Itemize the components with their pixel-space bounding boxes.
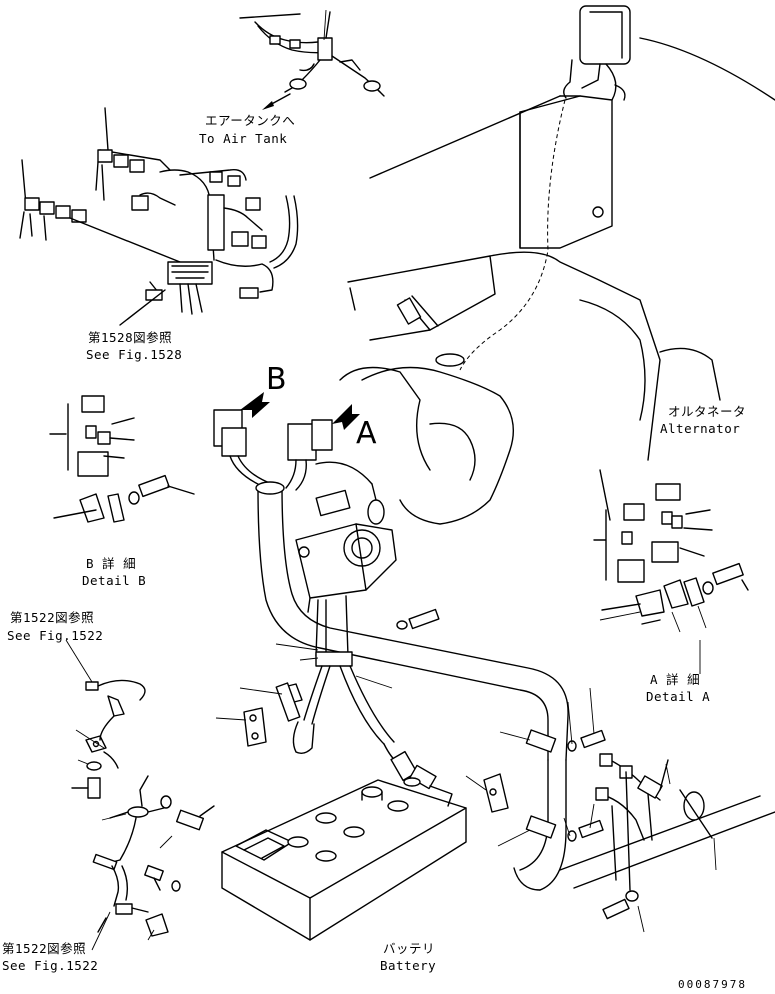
fig1522-top-label-en: See Fig.1522 xyxy=(7,628,104,643)
fig1522-bottom-label-jp: 第1522図参照 xyxy=(2,941,87,956)
detail-b-label-jp: B 詳 細 xyxy=(86,556,137,571)
engine-block xyxy=(339,5,775,525)
detail-a-label-jp: A 詳 細 xyxy=(650,672,701,687)
leader-lines xyxy=(65,9,717,951)
drawing-number: 00087978 xyxy=(678,978,747,991)
sensor-parts xyxy=(71,679,215,937)
alternator-label-jp: オルタネータ xyxy=(668,404,747,419)
fig1528-label-en: See Fig.1528 xyxy=(86,347,183,362)
cab-harness-bundle xyxy=(19,107,299,326)
detail-a-parts xyxy=(593,483,749,625)
battery-label-jp: バッテリ xyxy=(383,941,436,956)
view-b-letter: B xyxy=(266,362,287,397)
view-a-letter: A xyxy=(356,416,377,451)
view-b-arrow xyxy=(240,392,270,418)
detail-b-parts xyxy=(49,395,195,523)
view-a-arrow xyxy=(332,404,360,430)
fig1522-top-label-jp: 第1522図参照 xyxy=(10,610,95,625)
air-tank-harness xyxy=(239,11,385,110)
fig1528-label-jp: 第1528図参照 xyxy=(88,330,173,345)
battery-label-en: Battery xyxy=(380,958,437,973)
air-tank-label-en: To Air Tank xyxy=(199,131,288,146)
fig1522-bottom-label-en: See Fig.1522 xyxy=(2,958,99,973)
detail-b-label-en: Detail B xyxy=(82,573,147,588)
detail-a-label-en: Detail A xyxy=(646,689,711,704)
frame-bracket xyxy=(483,729,775,920)
air-tank-label-jp: エアータンクへ xyxy=(205,113,296,128)
main-harness xyxy=(213,409,569,891)
alternator-label-en: Alternator xyxy=(660,421,741,436)
battery xyxy=(221,777,467,941)
